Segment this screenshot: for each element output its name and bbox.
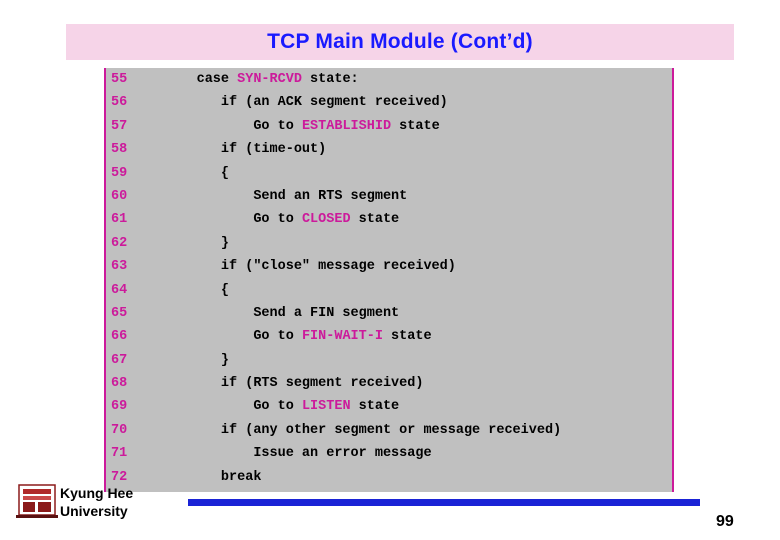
code-line-number: 58 — [111, 142, 128, 158]
code-fragment: state: — [301, 72, 359, 87]
code-listing-panel: 55 case SYN-RCVD state:56 if (an ACK seg… — [104, 68, 674, 492]
code-line: 67 } — [106, 349, 672, 372]
code-fragment: if (RTS segment received) — [148, 376, 424, 392]
kyung-hee-university-logo-icon — [16, 482, 58, 520]
code-line-number: 59 — [111, 165, 128, 181]
footer-divider — [188, 499, 700, 506]
code-fragment: if (an ACK segment received) — [148, 95, 448, 111]
code-keyword: SYN-RCVD — [237, 72, 302, 87]
code-line: 56 if (an ACK segment received) — [106, 91, 672, 114]
code-line-text: Go to ESTABLISHID state — [148, 115, 672, 138]
code-line-text: if (RTS segment received) — [148, 372, 672, 395]
code-fragment: break — [148, 469, 262, 485]
page-number: 99 — [716, 513, 734, 530]
code-line-number: 61 — [111, 212, 128, 228]
code-line-text: break — [148, 466, 672, 489]
code-line: 71 Issue an error message — [106, 442, 672, 465]
footer-university-line2: University — [60, 503, 128, 519]
code-line-text: { — [148, 279, 672, 302]
code-line-text: Go to CLOSED state — [148, 208, 672, 231]
code-line: 60 Send an RTS segment — [106, 185, 672, 208]
code-keyword: LISTEN — [301, 399, 351, 415]
code-line: 63 if ("close" message received) — [106, 255, 672, 278]
code-fragment: if (time-out) — [148, 142, 327, 158]
code-line: 65 Send a FIN segment — [106, 302, 672, 325]
code-line-number: 68 — [111, 376, 128, 392]
code-line-number: 56 — [111, 95, 128, 111]
code-fragment: } — [148, 235, 230, 251]
code-fragment: Send an RTS segment — [148, 188, 408, 204]
code-line: 58 if (time-out) — [106, 138, 672, 161]
code-line-text: Go to LISTEN state — [148, 395, 672, 418]
page-title: TCP Main Module (Cont’d) — [267, 30, 533, 53]
code-fragment: case — [148, 72, 238, 87]
code-line: 55 case SYN-RCVD state: — [106, 68, 672, 91]
code-line-text: Go to FIN-WAIT-I state — [148, 325, 672, 348]
code-line-number: 66 — [111, 329, 128, 345]
code-fragment: Go to — [148, 212, 302, 228]
code-fragment: Go to — [148, 329, 302, 345]
code-line-number: 55 — [111, 72, 128, 87]
code-line-number: 63 — [111, 259, 128, 275]
code-line: 69 Go to LISTEN state — [106, 395, 672, 418]
code-line: 70 if (any other segment or message rece… — [106, 419, 672, 442]
code-line-number: 62 — [111, 235, 128, 251]
code-fragment: if ("close" message received) — [148, 259, 456, 275]
code-keyword: FIN-WAIT-I — [301, 329, 383, 345]
code-keyword: ESTABLISHID — [301, 118, 392, 134]
code-line-text: case SYN-RCVD state: — [148, 68, 672, 91]
code-fragment: Issue an error message — [148, 446, 432, 462]
code-line-number: 70 — [111, 422, 128, 438]
code-keyword: CLOSED — [301, 212, 351, 228]
code-line-number: 65 — [111, 305, 128, 321]
code-line-text: Issue an error message — [148, 442, 672, 465]
code-line: 66 Go to FIN-WAIT-I state — [106, 325, 672, 348]
code-line-number: 60 — [111, 188, 128, 204]
code-line: 64 { — [106, 279, 672, 302]
code-fragment: { — [148, 165, 230, 181]
code-line: 62 } — [106, 232, 672, 255]
code-fragment: } — [148, 352, 230, 368]
code-line-text: { — [148, 162, 672, 185]
code-fragment: Go to — [148, 118, 302, 134]
code-fragment: state — [350, 212, 400, 228]
code-line-text: if (an ACK segment received) — [148, 91, 672, 114]
code-line-text: Send a FIN segment — [148, 302, 672, 325]
code-fragment: Go to — [148, 399, 302, 415]
footer-university-name: Kyung Hee University — [60, 484, 133, 520]
code-line-number: 69 — [111, 399, 128, 415]
code-fragment: state — [391, 118, 440, 134]
code-line-number: 72 — [111, 469, 128, 485]
code-fragment: Send a FIN segment — [148, 305, 400, 321]
code-line-text: } — [148, 232, 672, 255]
code-line: 61 Go to CLOSED state — [106, 208, 672, 231]
code-line-text: } — [148, 349, 672, 372]
code-fragment: if (any other segment or message receive… — [148, 422, 562, 438]
code-line-number: 57 — [111, 118, 128, 134]
code-line-number: 64 — [111, 282, 128, 298]
code-line: 57 Go to ESTABLISHID state — [106, 115, 672, 138]
code-line-number: 71 — [111, 446, 128, 462]
slide-title-banner: TCP Main Module (Cont’d) — [66, 24, 734, 60]
code-fragment: state — [350, 399, 400, 415]
footer-university-line1: Kyung Hee — [60, 485, 134, 501]
code-line: 72 break — [106, 466, 672, 489]
code-line: 59 { — [106, 162, 672, 185]
code-line-text: Send an RTS segment — [148, 185, 672, 208]
code-line: 68 if (RTS segment received) — [106, 372, 672, 395]
code-line-number: 67 — [111, 352, 128, 368]
code-line-text: if (time-out) — [148, 138, 672, 161]
code-fragment: state — [382, 329, 432, 345]
code-line-text: if (any other segment or message receive… — [148, 419, 672, 442]
code-line-text: if ("close" message received) — [148, 255, 672, 278]
code-fragment: { — [148, 282, 230, 298]
